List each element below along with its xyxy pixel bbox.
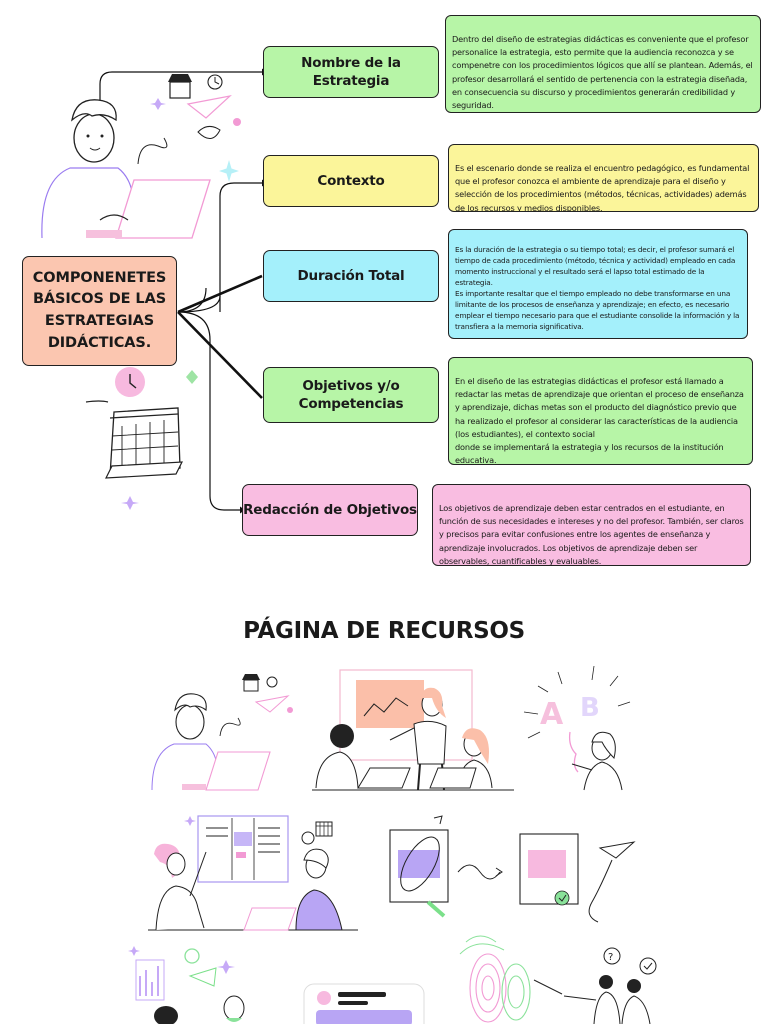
svg-text:B: B: [580, 693, 600, 723]
node-label: Nombre de la Estrategia: [301, 54, 401, 89]
description-redaccion-objetivos: Los objetivos de aprendizaje deben estar…: [432, 484, 751, 566]
main-topic-box: COMPONENETES BÁSICOS DE LAS ESTRATEGIAS …: [22, 256, 177, 366]
description-text: Es la duración de la estrategia o su tie…: [455, 244, 740, 331]
man-at-laptop-illustration: [151, 674, 293, 791]
description-text: Los objetivos de aprendizaje deben estar…: [439, 503, 744, 566]
woman-with-letters-illustration: A B: [523, 665, 631, 791]
calendar-clock-illustration: [85, 367, 198, 510]
target-team-illustration: ?: [459, 935, 657, 1024]
node-duracion-total: Duración Total: [263, 250, 439, 302]
description-text: En el diseño de las estrategias didáctic…: [455, 376, 744, 465]
sparkle-icon: [219, 160, 239, 182]
resources-title: PÁGINA DE RECURSOS: [243, 618, 525, 644]
classroom-presentation-illustration: [312, 669, 514, 791]
phone-card-illustration: [303, 983, 425, 1024]
description-text: Es el escenario donde se realiza el encu…: [455, 163, 750, 212]
analytics-person-illustration: [128, 946, 245, 1024]
node-redaccion-objetivos: Redacción de Objetivos: [242, 484, 418, 536]
teamwork-board-illustration: [148, 815, 358, 931]
node-label: Objetivos y/o Competencias: [298, 377, 404, 412]
description-text: Dentro del diseño de estrategias didácti…: [452, 34, 753, 110]
node-label: Redacción de Objetivos: [243, 501, 417, 518]
main-topic-label: COMPONENETES BÁSICOS DE LAS ESTRATEGIAS …: [32, 269, 167, 351]
node-objetivos-competencias: Objetivos y/o Competencias: [263, 367, 439, 423]
svg-text:A: A: [540, 697, 564, 732]
description-contexto: Es el escenario donde se realiza el encu…: [448, 144, 759, 212]
documents-flow-illustration: [389, 815, 636, 923]
node-contexto: Contexto: [263, 155, 439, 207]
man-at-laptop-illustration: [41, 74, 241, 239]
svg-text:?: ?: [608, 952, 613, 963]
node-label: Duración Total: [297, 267, 405, 284]
description-duracion-total: Es la duración de la estrategia o su tie…: [448, 229, 748, 339]
description-nombre-estrategia: Dentro del diseño de estrategias didácti…: [445, 15, 761, 113]
node-nombre-estrategia: Nombre de la Estrategia: [263, 46, 439, 98]
description-objetivos-competencias: En el diseño de las estrategias didáctic…: [448, 357, 753, 465]
node-label: Contexto: [317, 172, 385, 189]
